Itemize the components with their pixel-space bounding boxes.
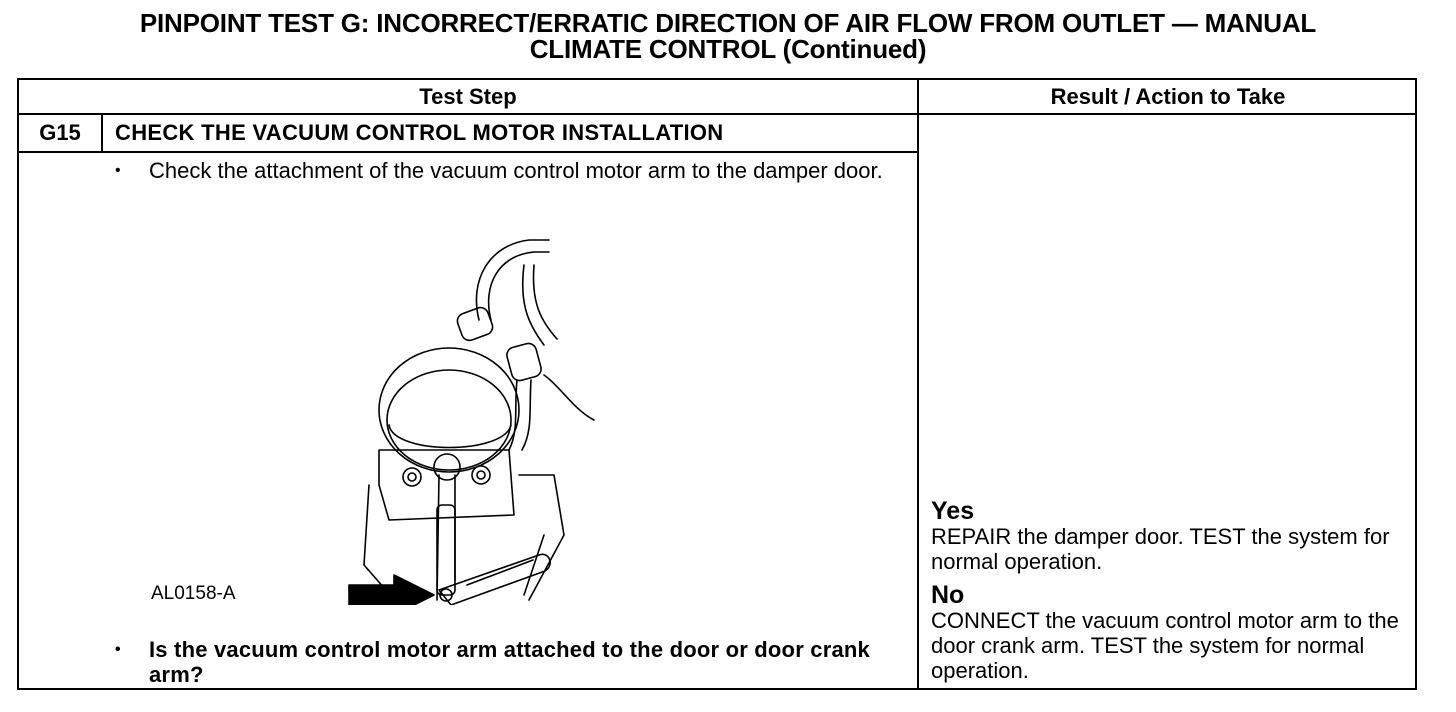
bullet-icon: • [115,641,121,658]
result-column: Yes REPAIR the damper door. TEST the sys… [931,498,1411,691]
result-yes-label: Yes [931,497,975,525]
step-title-divider [19,151,917,153]
result-yes-action: REPAIR the damper door. TEST the system … [931,524,1390,574]
step-id: G15 [19,115,103,151]
pinpoint-test-table: Test Step Result / Action to Take G15 CH… [17,78,1417,690]
title-line-2: CLIMATE CONTROL (Continued) [529,34,927,64]
result-no-action: CONNECT the vacuum control motor arm to … [931,608,1399,683]
step-title: CHECK THE VACUUM CONTROL MOTOR INSTALLAT… [115,120,724,145]
result-no-label: No [931,581,965,609]
vacuum-motor-illustration [348,239,595,605]
header-result-action: Result / Action to Take [1050,84,1286,109]
header-test-step: Test Step [19,80,919,115]
instruction-text: Check the attachment of the vacuum contr… [149,158,883,183]
page-title: PINPOINT TEST G: INCORRECT/ERRATIC DIREC… [0,10,1456,62]
question-text: Is the vacuum control motor arm attached… [149,637,870,687]
column-divider [917,80,919,688]
bullet-icon: • [115,162,121,179]
header-divider [19,113,1415,115]
title-line-1: PINPOINT TEST G: INCORRECT/ERRATIC DIREC… [139,8,1317,38]
figure-reference: AL0158-A [151,583,236,604]
